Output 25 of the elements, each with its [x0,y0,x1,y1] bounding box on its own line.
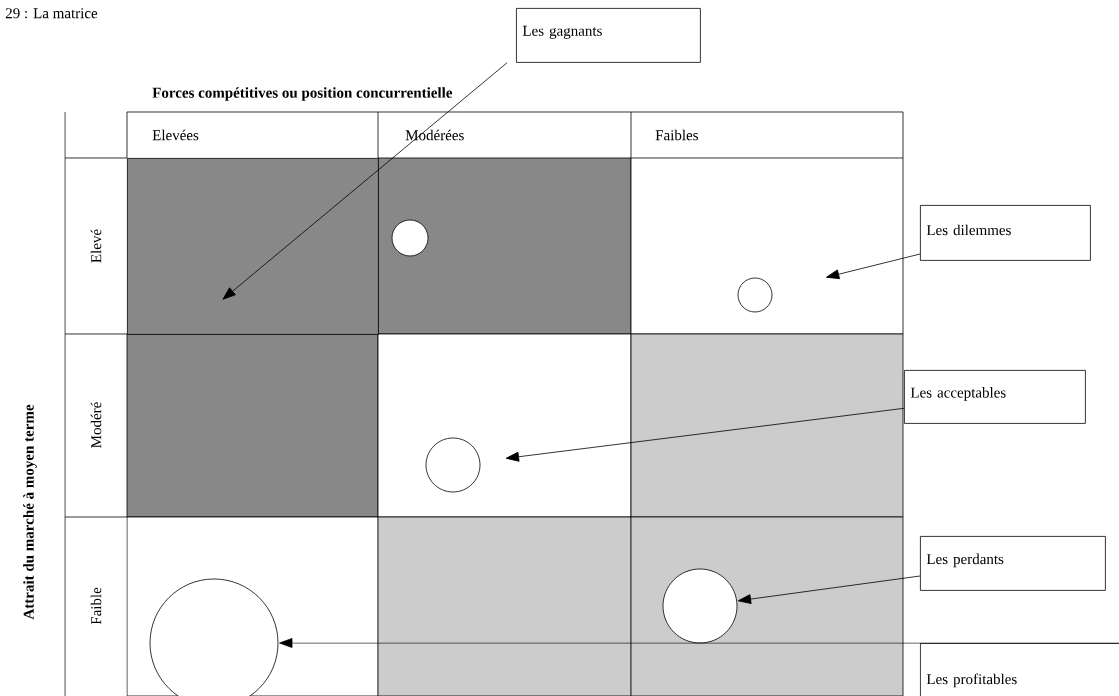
matrix-cell [127,158,379,335]
leader-arrow [279,638,1119,648]
callout-box: Les perdants [920,536,1106,591]
callout-box: Les gagnants [516,8,701,63]
callout-box: Les acceptables [904,370,1086,424]
leader-arrow [826,253,921,280]
header-label: Elevées [152,129,199,141]
title: 29 : La matrice [5,8,98,19]
header-label: Modéré [90,402,102,448]
leader-arrow [505,407,905,462]
circle [662,568,738,644]
circle [425,437,481,493]
header-label: Elevé [90,229,102,263]
header-label: Faibles [655,129,698,141]
circle [737,277,773,313]
header-label: Modérées [405,129,464,141]
callout-box: Les dilemmes [920,205,1091,261]
circle [149,578,279,696]
circle [391,219,429,257]
axis-title: Attrait du marché à moyen terme [23,404,37,620]
callout-box: Les profitables [920,643,1119,696]
leader-arrow [222,62,508,300]
leader-arrow [737,575,921,604]
axis-title: Forces compétitives ou position concurrentielle [152,87,453,101]
header-label: Faible [90,587,102,625]
